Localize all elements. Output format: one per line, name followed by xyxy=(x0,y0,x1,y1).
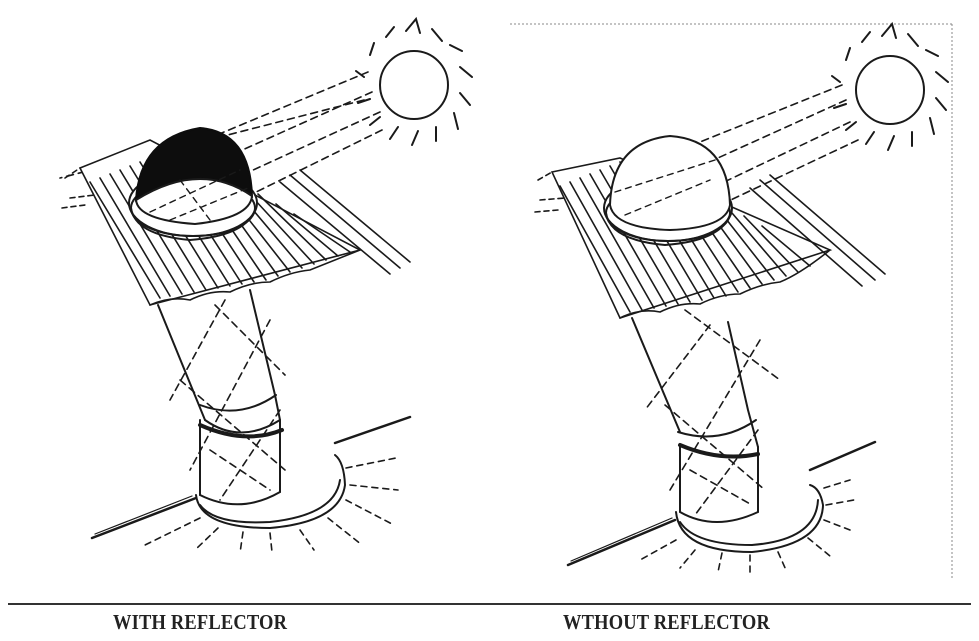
dome-light-paths xyxy=(614,159,716,216)
ceiling-line xyxy=(90,415,412,540)
skylight-without-reflector-drawing xyxy=(510,21,953,578)
sun-icon xyxy=(355,16,473,146)
dispersed-light xyxy=(639,479,855,576)
dome-reflector xyxy=(134,126,254,226)
panel-without-reflector xyxy=(490,0,979,590)
caption-without-reflector: WTHOUT REFLECTOR xyxy=(563,610,771,634)
ceiling-line xyxy=(566,440,877,567)
sun-icon xyxy=(831,21,949,151)
light-tube xyxy=(631,317,760,523)
tube-light-paths xyxy=(169,299,286,501)
diffuser xyxy=(675,484,825,554)
diffuser xyxy=(195,454,347,530)
caption-with-reflector: WITH REFLECTOR xyxy=(113,610,288,634)
light-tube xyxy=(157,289,284,506)
dome-light-paths xyxy=(149,169,249,221)
dotted-frame xyxy=(510,23,953,578)
skylight-with-reflector-drawing xyxy=(59,16,473,554)
dispersed-light xyxy=(144,457,399,554)
caption-divider xyxy=(8,603,971,605)
panel-with-reflector xyxy=(0,0,490,590)
tube-light-paths xyxy=(644,309,781,516)
dome-clear xyxy=(608,134,732,232)
